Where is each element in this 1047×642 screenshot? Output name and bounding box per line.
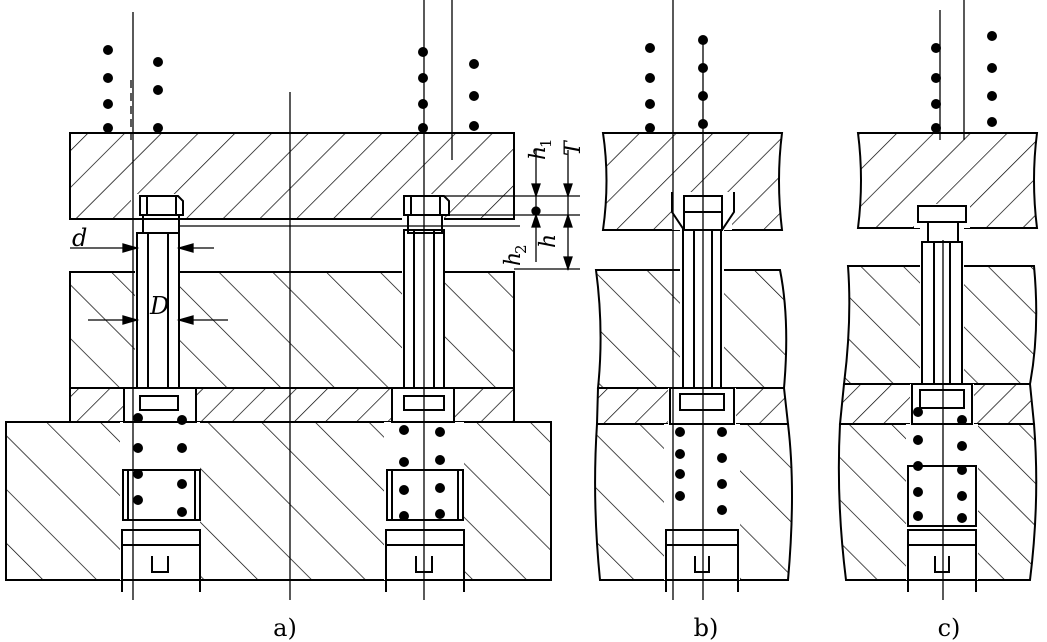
- top-plate-c: [856, 132, 1039, 229]
- caption-c: c): [938, 614, 961, 642]
- caption-b: b): [694, 614, 719, 642]
- top-plate-b: [601, 132, 784, 231]
- dim-label-T: T: [561, 139, 586, 156]
- svg-text:T: T: [561, 139, 586, 156]
- dim-label-h1: h 1: [526, 138, 555, 160]
- svg-text:2: 2: [512, 244, 530, 254]
- dimension-lines: [70, 150, 580, 325]
- dim-label-d: d: [72, 224, 87, 252]
- bottom-plate-a: [5, 421, 552, 581]
- labels: d D h 1 T h 2 h a) b) c): [72, 138, 960, 642]
- dot-chains: [103, 31, 997, 523]
- dim-label-h: h: [536, 234, 561, 248]
- bolt-head-left: [139, 195, 184, 216]
- bolt-head-right: [403, 195, 450, 216]
- dim-label-D: D: [149, 292, 169, 320]
- svg-text:h: h: [526, 146, 551, 160]
- panel-a: [5, 132, 552, 592]
- dim-label-h2: h 2: [501, 244, 530, 266]
- plug-screw-left: [121, 529, 201, 581]
- svg-text:h: h: [536, 234, 561, 248]
- panel-c: [837, 132, 1039, 592]
- panel-b: [594, 132, 793, 592]
- svg-text:1: 1: [537, 138, 555, 148]
- svg-text:h: h: [501, 252, 526, 266]
- caption-a: a): [273, 614, 297, 642]
